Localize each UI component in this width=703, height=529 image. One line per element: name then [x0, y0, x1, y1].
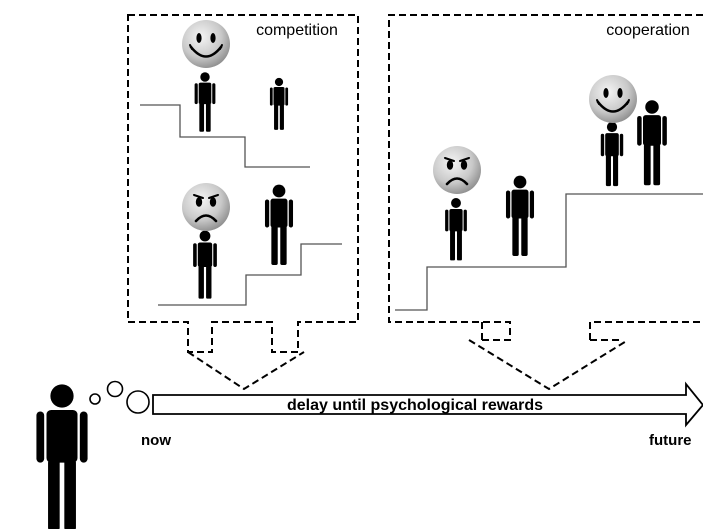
person-icon — [193, 230, 217, 299]
smiley-face-icon — [180, 18, 232, 70]
future-label: future — [649, 432, 692, 449]
competition-arrow — [187, 351, 305, 391]
timeline-label: delay until psychological rewards — [287, 397, 543, 414]
cooperation-label: cooperation — [606, 22, 690, 39]
competition-label-bg — [241, 16, 350, 42]
sad-face-icon — [180, 181, 232, 233]
smiley-face-icon — [587, 73, 639, 125]
cooperation-panel: cooperation — [388, 14, 703, 341]
person-icon — [269, 77, 289, 130]
competition-panel: competition — [127, 14, 359, 353]
timeline-arrow: delay until psychological rewards — [152, 381, 703, 428]
person-icon — [600, 121, 624, 187]
sad-face-icon — [431, 144, 483, 196]
cooperation-label-bg — [590, 16, 703, 42]
stair-line — [140, 104, 310, 168]
person-icon — [36, 384, 88, 529]
person-icon — [445, 198, 467, 261]
competition-box-border — [127, 14, 359, 353]
stair-line — [395, 193, 703, 311]
thinking-person — [36, 380, 150, 529]
person-icon — [637, 100, 667, 186]
stair-line — [158, 243, 342, 306]
cooperation-box-border — [388, 14, 703, 341]
person-icon — [194, 72, 216, 132]
person-icon — [264, 184, 294, 265]
cooperation-arrow — [468, 339, 629, 391]
person-icon — [505, 175, 535, 256]
thought-bubble-icon — [89, 380, 150, 414]
now-label: now — [141, 432, 171, 449]
competition-label: competition — [256, 22, 338, 39]
